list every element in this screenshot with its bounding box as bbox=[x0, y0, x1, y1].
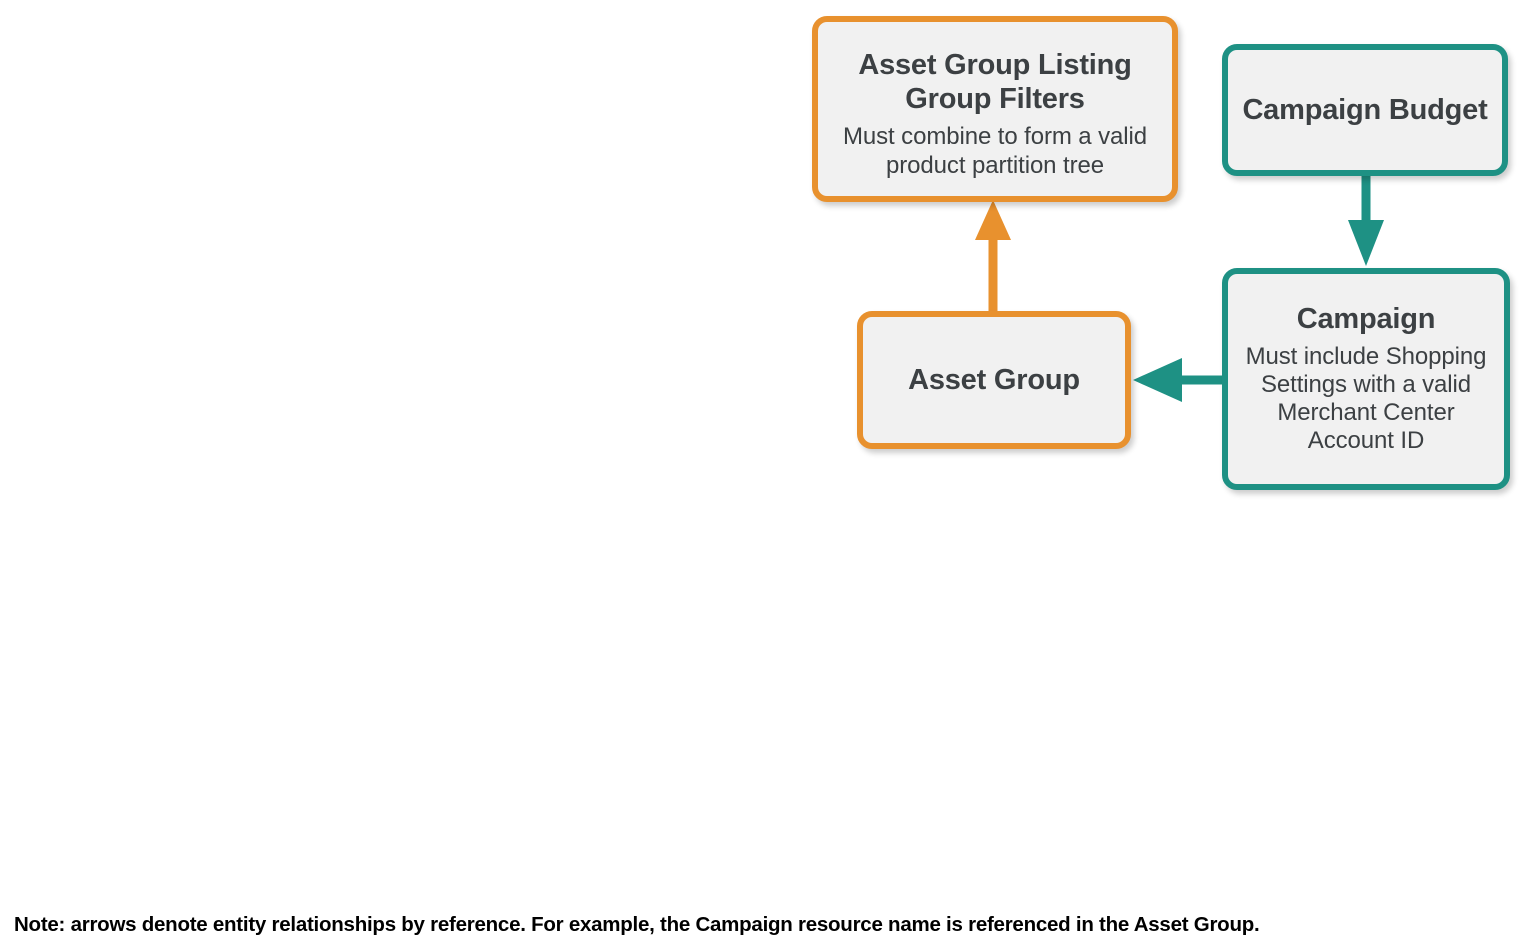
node-title: Asset Group bbox=[908, 363, 1080, 396]
node-campaign[interactable]: Campaign Must include Shopping Settings … bbox=[1222, 268, 1510, 490]
node-title: Campaign Budget bbox=[1242, 93, 1488, 126]
node-title: Campaign bbox=[1296, 303, 1436, 335]
node-asset-group-listing-group-filters[interactable]: Asset Group Listing Group Filters Must c… bbox=[812, 16, 1178, 202]
node-asset-group[interactable]: Asset Group bbox=[857, 311, 1131, 449]
node-subtitle: Must include Shopping Settings with a va… bbox=[1245, 343, 1487, 455]
node-campaign-budget[interactable]: Campaign Budget bbox=[1222, 44, 1508, 176]
node-subtitle: Must combine to form a valid product par… bbox=[843, 123, 1147, 179]
edge-campaign-budget-to-campaign bbox=[1348, 174, 1384, 266]
arrowhead-up-orange bbox=[975, 200, 1011, 240]
diagram-note: Note: arrows denote entity relationships… bbox=[14, 913, 1260, 936]
edge-asset-group-to-filters bbox=[975, 200, 1011, 312]
node-title: Asset Group Listing Group Filters bbox=[858, 49, 1132, 116]
arrowhead-down-teal bbox=[1348, 220, 1384, 266]
edge-campaign-to-asset-group bbox=[1133, 358, 1222, 402]
arrowhead-left-teal bbox=[1133, 358, 1182, 402]
